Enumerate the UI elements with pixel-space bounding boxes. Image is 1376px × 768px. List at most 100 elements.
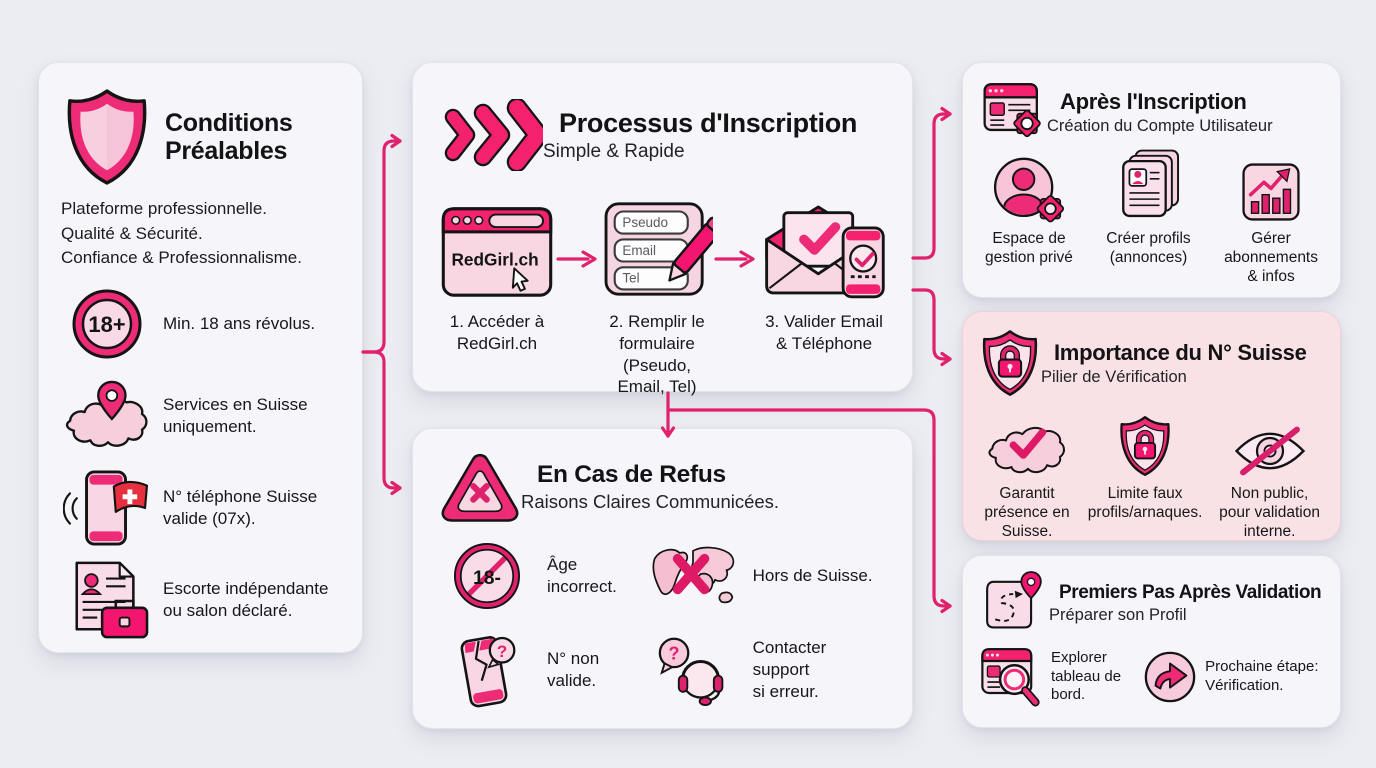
card-en-cas-de-refus: En Cas de Refus Raisons Claires Communic… (412, 428, 913, 729)
swiss-presence-check-icon (983, 412, 1071, 478)
next-step-arrow-icon (1143, 650, 1197, 704)
svg-text:?: ? (668, 644, 679, 664)
condition-item-text: N° téléphone Suisse valide (07x). (163, 486, 318, 528)
anti-fraud-shield-lock-icon (1117, 412, 1173, 478)
card-apres-inscription: Après l'Inscription Création du Compte U… (962, 62, 1341, 298)
refus-header: En Cas de Refus Raisons Claires Communic… (439, 451, 886, 523)
refus-items: 18- Âge incorrect. Hors de Suisse. (439, 543, 886, 709)
browser-gear-icon (981, 81, 1047, 143)
right-arrow-icon (555, 249, 601, 274)
process-step-2: Pseudo Email Tel 2. Remplir le formulair… (601, 197, 713, 398)
intro-line: Confiance & Professionnalisme. (61, 248, 302, 268)
right-arrow-icon (713, 249, 759, 274)
process-step-1: RedGirl.ch 1. Accéder à RedGirl.ch (439, 197, 555, 355)
triple-chevron-icon (439, 99, 543, 171)
condition-item-telephone: N° téléphone Suisse valide (07x). (61, 469, 340, 547)
apres-item-text: Espace de gestion privé (985, 230, 1073, 266)
refus-item-text: Contacter support si erreur. (752, 637, 827, 702)
step-caption: 1. Accéder à RedGirl.ch (449, 312, 545, 353)
apres-item-abonnements: Gérer abonnements & infos (1224, 157, 1318, 287)
apres-subtitle: Création du Compte Utilisateur (1047, 116, 1273, 135)
condition-item-suisse: Services en Suisse uniquement. (61, 377, 340, 455)
process-subtitle: Simple & Rapide (543, 140, 685, 162)
importance-item-arnaques: Limite faux profils/arnaques. (1087, 412, 1203, 523)
create-profiles-icon (1112, 149, 1184, 223)
importance-item-nonpublic: Non public, pour validation interne. (1219, 412, 1320, 542)
importance-item-text: Garantit présence en Suisse. (984, 485, 1070, 540)
conditions-header: Conditions Préalables (61, 87, 340, 187)
escort-documents-icon (61, 559, 153, 641)
non-public-eye-slash-icon (1231, 412, 1309, 478)
connector-process-to-apres (911, 106, 952, 260)
condition-item-text: Services en Suisse uniquement. (163, 394, 308, 436)
svg-text:18-: 18- (473, 567, 501, 589)
premiers-item-nextstep: Prochaine étape: Vérification. (1143, 650, 1319, 704)
18-minus-badge-icon: 18- (439, 543, 535, 609)
signup-form-icon: Pseudo Email Tel (601, 197, 713, 299)
intro-line: Plateforme professionnelle. (61, 199, 268, 218)
svg-text:Tel: Tel (622, 271, 639, 286)
refus-item-text: Hors de Suisse. (752, 565, 873, 585)
private-space-user-gear-icon (991, 157, 1067, 223)
refus-item-numero: ? N° non valide. (439, 631, 645, 709)
pen-icon (668, 216, 713, 282)
premiers-items: Explorer tableau de bord. Prochaine étap… (979, 644, 1328, 710)
svg-text:RedGirl.ch: RedGirl.ch (451, 249, 538, 269)
svg-text:Email: Email (622, 243, 656, 258)
warning-triangle-icon (439, 451, 521, 523)
importance-subtitle: Pilier de Vérification (1041, 367, 1187, 386)
premiers-header: Premiers Pas Après Validation Préparer s… (979, 570, 1328, 636)
card-conditions-prealables: Conditions Préalables Plateforme profess… (38, 62, 363, 653)
apres-item-profils: Créer profils (annonces) (1106, 149, 1191, 268)
refus-item-hors-suisse: Hors de Suisse. (645, 543, 886, 609)
swiss-phone-icon (61, 469, 153, 547)
premiers-subtitle: Préparer son Profil (1049, 605, 1187, 624)
conditions-title: Conditions Préalables (165, 108, 293, 165)
svg-text:18+: 18+ (88, 312, 125, 337)
importance-item-presence: Garantit présence en Suisse. (983, 412, 1071, 542)
step-caption: 3. Valider Email & Téléphone (765, 312, 883, 353)
world-map-cross-icon (645, 543, 741, 609)
process-steps: RedGirl.ch 1. Accéder à RedGirl.ch (439, 197, 886, 398)
dashboard-explore-icon (979, 644, 1043, 710)
card-processus-inscription: Processus d'Inscription Simple & Rapide … (412, 62, 913, 396)
shield-lock-icon (979, 328, 1041, 398)
apres-item-espace: Espace de gestion privé (985, 157, 1073, 268)
connector-conditions-to-refus (361, 350, 402, 496)
apres-title: Après l'Inscription (1060, 88, 1247, 114)
condition-item-age: 18+ Min. 18 ans révolus. (61, 285, 340, 363)
premiers-title: Premiers Pas Après Validation (1059, 581, 1322, 603)
importance-items: Garantit présence en Suisse. Limite faux… (979, 412, 1324, 542)
svg-text:Pseudo: Pseudo (622, 215, 668, 230)
premiers-item-dashboard: Explorer tableau de bord. (979, 644, 1121, 710)
condition-item-text: Min. 18 ans révolus. (163, 313, 316, 333)
shield-icon (61, 87, 153, 187)
card-importance-numero-suisse: Importance du N° Suisse Pilier de Vérifi… (962, 311, 1341, 541)
apres-header: Après l'Inscription Création du Compte U… (981, 81, 1322, 143)
importance-item-text: Non public, pour validation interne. (1219, 485, 1320, 540)
broken-phone-icon: ? (439, 631, 535, 709)
refus-item-age: 18- Âge incorrect. (439, 543, 645, 609)
condition-item-statut: Escorte indépendante ou salon déclaré. (61, 561, 340, 639)
importance-item-text: Limite faux profils/arnaques. (1087, 485, 1203, 521)
connector-process-to-importance (911, 288, 952, 367)
importance-title: Importance du N° Suisse (1054, 339, 1307, 365)
refus-item-text: Âge incorrect. (547, 554, 617, 596)
refus-subtitle: Raisons Claires Communicées. (521, 491, 780, 512)
intro-line: Qualité & Sécurité. (61, 223, 203, 243)
condition-item-text: Escorte indépendante ou salon déclaré. (163, 578, 329, 620)
switzerland-map-pin-icon (61, 380, 153, 452)
process-step-3: 3. Valider Email & Téléphone (759, 197, 889, 355)
18-plus-badge-icon: 18+ (61, 287, 153, 361)
refus-item-support: ? Contacter support si erreur. (645, 631, 886, 709)
support-headset-icon: ? (645, 634, 741, 706)
connector-conditions-to-process (361, 133, 402, 354)
process-title: Processus d'Inscription (559, 107, 858, 138)
refus-title: En Cas de Refus (537, 461, 726, 488)
importance-header: Importance du N° Suisse Pilier de Vérifi… (979, 328, 1324, 398)
apres-item-text: Créer profils (annonces) (1106, 230, 1191, 266)
map-route-pin-icon (979, 570, 1049, 636)
manage-subscriptions-chart-icon (1240, 157, 1302, 223)
premiers-item-text: Explorer tableau de bord. (1051, 648, 1122, 704)
